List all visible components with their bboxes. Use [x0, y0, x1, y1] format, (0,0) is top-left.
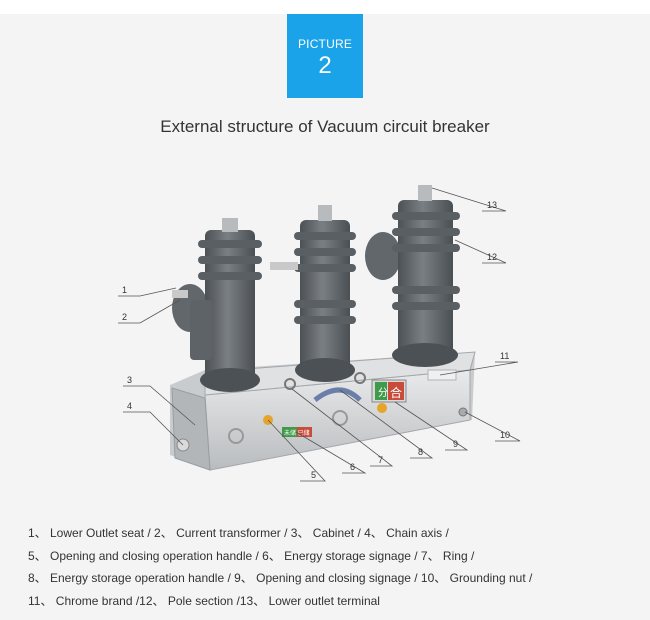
- circuit-breaker-illustration: 未储 已储 分 合: [118, 185, 521, 482]
- energy-storage-handle: [313, 387, 362, 403]
- parts-legend: 1、 Lower Outlet seat / 2、 Current transf…: [28, 522, 638, 612]
- grounding-nut: [458, 407, 468, 417]
- legend-line: 11、 Chrome brand /12、 Pole section /13、 …: [28, 593, 380, 608]
- callout-12: 12: [487, 252, 497, 262]
- callout-6: 6: [350, 462, 355, 472]
- picture-badge: PICTURE 2: [287, 14, 363, 98]
- badge-label: PICTURE: [297, 37, 353, 51]
- callout-2: 2: [122, 312, 127, 322]
- top-strip: [0, 0, 650, 14]
- callout-5: 5: [311, 470, 316, 480]
- badge-number: 2: [318, 52, 332, 79]
- callout-11: 11: [500, 351, 509, 361]
- pole-right: [392, 185, 460, 367]
- leader-lines: [118, 187, 521, 482]
- pole-middle: [270, 205, 356, 382]
- lower-outlet-seat: [172, 290, 188, 298]
- svg-text:合: 合: [390, 385, 402, 400]
- callout-1: 1: [122, 285, 127, 295]
- ring: [284, 378, 296, 390]
- callout-7: 7: [378, 455, 383, 465]
- legend-line: 1、 Lower Outlet seat / 2、 Current transf…: [28, 526, 449, 540]
- callout-3: 3: [127, 375, 132, 385]
- callout-4: 4: [127, 401, 132, 411]
- callout-8: 8: [418, 447, 423, 457]
- callout-10: 10: [500, 430, 510, 440]
- page-title: External structure of Vacuum circuit bre…: [160, 117, 490, 136]
- callout-9: 9: [453, 439, 458, 449]
- pole-section: [398, 200, 453, 360]
- lower-outlet-terminal: [418, 185, 432, 201]
- pole-left: [172, 218, 262, 392]
- svg-text:分: 分: [378, 387, 388, 399]
- legend-line: 5、 Opening and closing operation handle …: [28, 548, 475, 563]
- legend-line: 8、 Energy storage operation handle / 9、 …: [28, 571, 533, 585]
- callout-13: 13: [487, 200, 497, 210]
- callout-numbers: 1 2 3 4 5 6 7 8 9 10 11 12 13: [122, 200, 510, 480]
- small-plate-text: 未储 已储: [284, 429, 310, 437]
